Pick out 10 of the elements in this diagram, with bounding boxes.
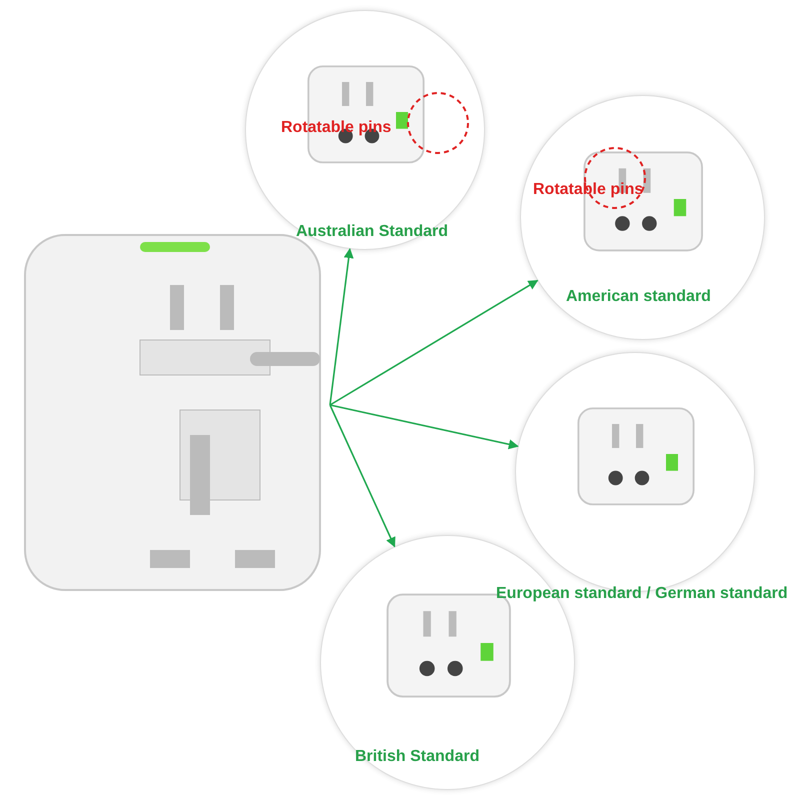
arrow (329, 248, 354, 406)
node-label: British Standard (355, 748, 480, 766)
arrow (330, 404, 519, 450)
callout-text: Rotatable pins (281, 119, 392, 137)
node-label: Australian Standard (296, 223, 448, 241)
arrow (330, 280, 538, 406)
node-label: American standard (566, 288, 711, 306)
arrow (329, 404, 396, 548)
node-label: European standard / German standard (496, 585, 788, 603)
callout-text: Rotatable pins (533, 181, 644, 199)
